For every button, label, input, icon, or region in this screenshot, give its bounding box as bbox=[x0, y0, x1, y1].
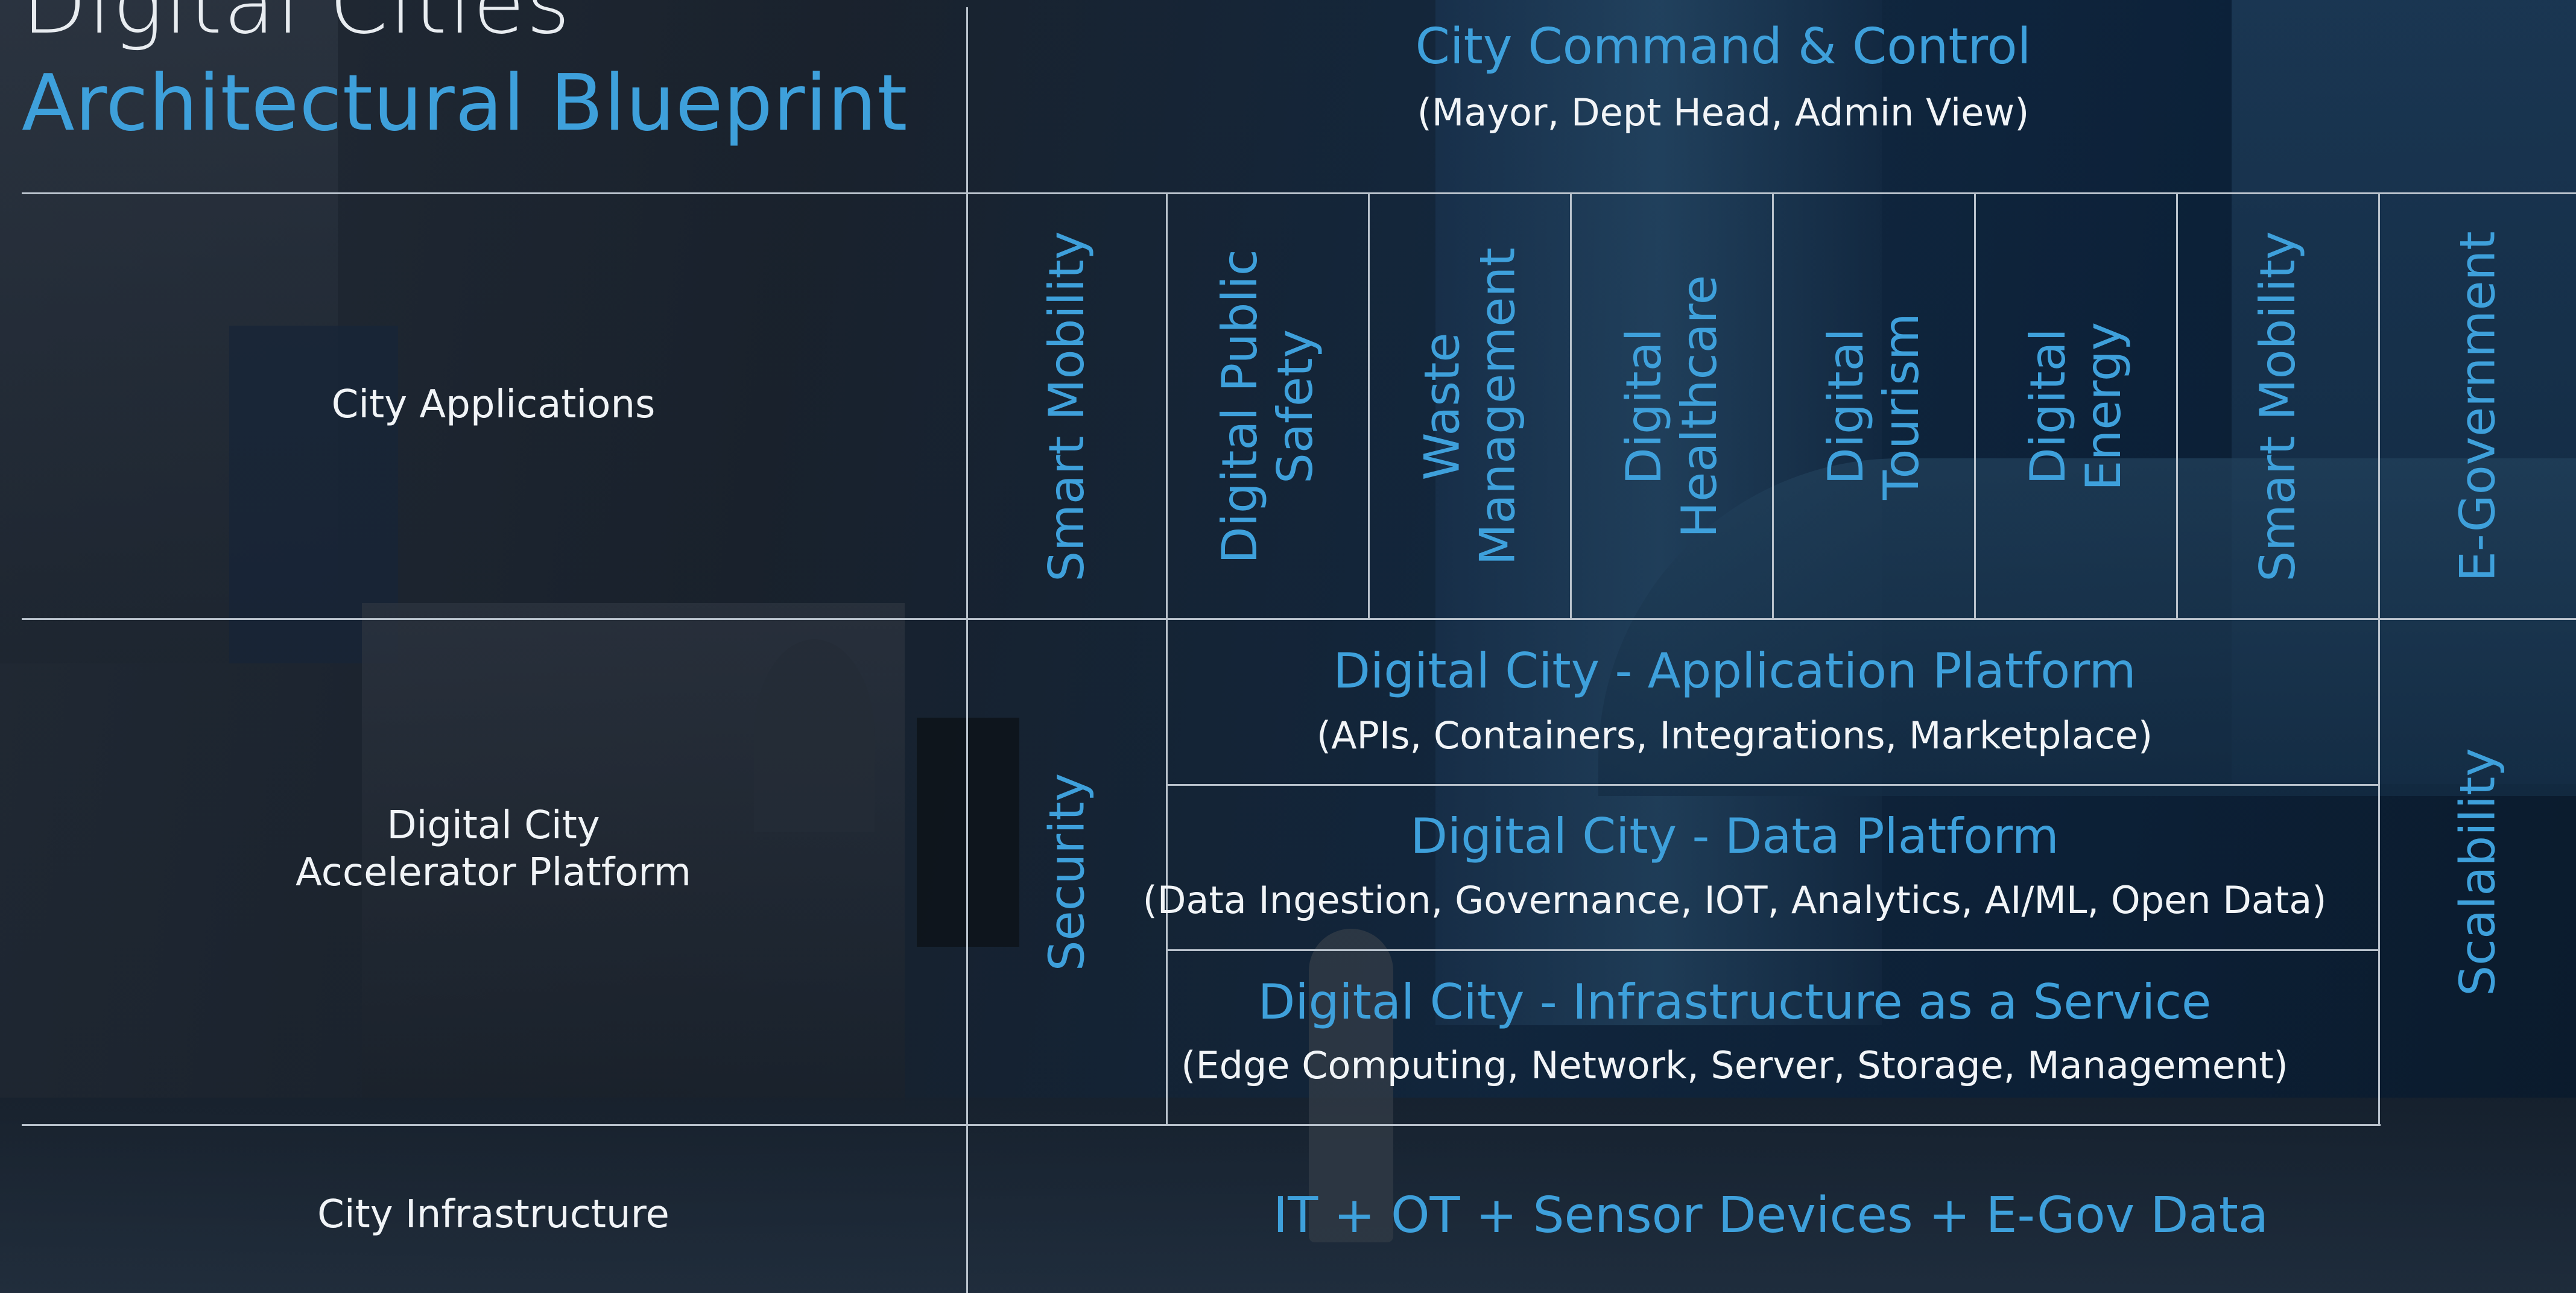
app-label-line1: Digital bbox=[2019, 327, 2076, 485]
application-platform-subtitle: (APIs, Containers, Integrations, Marketp… bbox=[1316, 713, 2153, 757]
divider-apps-bottom bbox=[22, 618, 2576, 620]
command-control-subtitle: (Mayor, Dept Head, Admin View) bbox=[1417, 90, 2030, 134]
row-label-accelerator-line2: Accelerator Platform bbox=[296, 850, 691, 895]
app-label-line1: Digital bbox=[1616, 327, 1672, 485]
app-column-e-government: E-Government bbox=[2380, 194, 2576, 618]
divider-app-col bbox=[1570, 192, 1572, 618]
scalability-column: Scalability bbox=[2380, 620, 2576, 1124]
app-label-line2: Safety bbox=[1267, 329, 1324, 484]
divider-platform-bottom bbox=[22, 1124, 2381, 1126]
row-label-applications: City Applications bbox=[331, 382, 656, 427]
app-label-line1: Smart Mobility bbox=[2250, 230, 2306, 582]
iaas-platform-subtitle: (Edge Computing, Network, Server, Storag… bbox=[1181, 1043, 2288, 1087]
app-label-line2: Energy bbox=[2075, 321, 2131, 491]
iaas-platform-title: Digital City - Infrastructure as a Servi… bbox=[1258, 974, 2212, 1030]
application-platform-title: Digital City - Application Platform bbox=[1333, 643, 2136, 699]
row-label-infrastructure: City Infrastructure bbox=[317, 1192, 669, 1237]
app-column-smart-mobility-2: Smart Mobility bbox=[2178, 194, 2378, 618]
scalability-label: Scalability bbox=[2449, 748, 2506, 996]
row-label-accelerator: Digital City Accelerator Platform bbox=[296, 802, 691, 896]
app-label-line2: Healthcare bbox=[1671, 274, 1727, 538]
infrastructure-label: IT + OT + Sensor Devices + E-Gov Data bbox=[1273, 1187, 2269, 1244]
divider-app-col bbox=[2176, 192, 2178, 618]
app-label-line2: Management bbox=[1469, 247, 1525, 565]
app-column-smart-mobility: Smart Mobility bbox=[968, 194, 1166, 618]
app-column-digital-energy: Digital Energy bbox=[1976, 194, 2176, 618]
divider-platform-row bbox=[1166, 784, 2380, 786]
data-platform-title: Digital City - Data Platform bbox=[1410, 808, 2059, 864]
security-column: Security bbox=[968, 620, 1166, 1124]
app-label-line1: Digital bbox=[1818, 327, 1874, 485]
divider-main-vertical bbox=[966, 7, 968, 1293]
app-label-line1: E-Government bbox=[2449, 230, 2506, 582]
divider-app-col bbox=[2378, 192, 2380, 1124]
app-column-digital-tourism: Digital Tourism bbox=[1774, 194, 1974, 618]
divider-app-col bbox=[1368, 192, 1370, 618]
app-column-digital-public-safety: Digital Public Safety bbox=[1168, 194, 1368, 618]
command-control-title: City Command & Control bbox=[1415, 18, 2031, 75]
app-label-line2: Tourism bbox=[1873, 312, 1929, 500]
divider-app-col bbox=[1974, 192, 1976, 618]
row-label-accelerator-line1: Digital City bbox=[387, 803, 600, 848]
security-label: Security bbox=[1039, 773, 1095, 972]
app-column-digital-healthcare: Digital Healthcare bbox=[1572, 194, 1772, 618]
app-label-line1: Digital Public bbox=[1212, 248, 1268, 564]
divider-app-col bbox=[1166, 192, 1168, 1124]
divider-app-col bbox=[1772, 192, 1774, 618]
data-platform-subtitle: (Data Ingestion, Governance, IOT, Analyt… bbox=[1142, 878, 2327, 922]
divider-platform-row bbox=[1166, 949, 2380, 951]
page-title-line1: Digital Cities bbox=[22, 0, 572, 53]
app-column-waste-management: Waste Management bbox=[1370, 194, 1570, 618]
app-label-line1: Waste bbox=[1414, 332, 1470, 481]
page-title-line2: Architectural Blueprint bbox=[22, 58, 908, 148]
divider-top bbox=[22, 192, 2576, 194]
app-label-line1: Smart Mobility bbox=[1039, 230, 1095, 582]
